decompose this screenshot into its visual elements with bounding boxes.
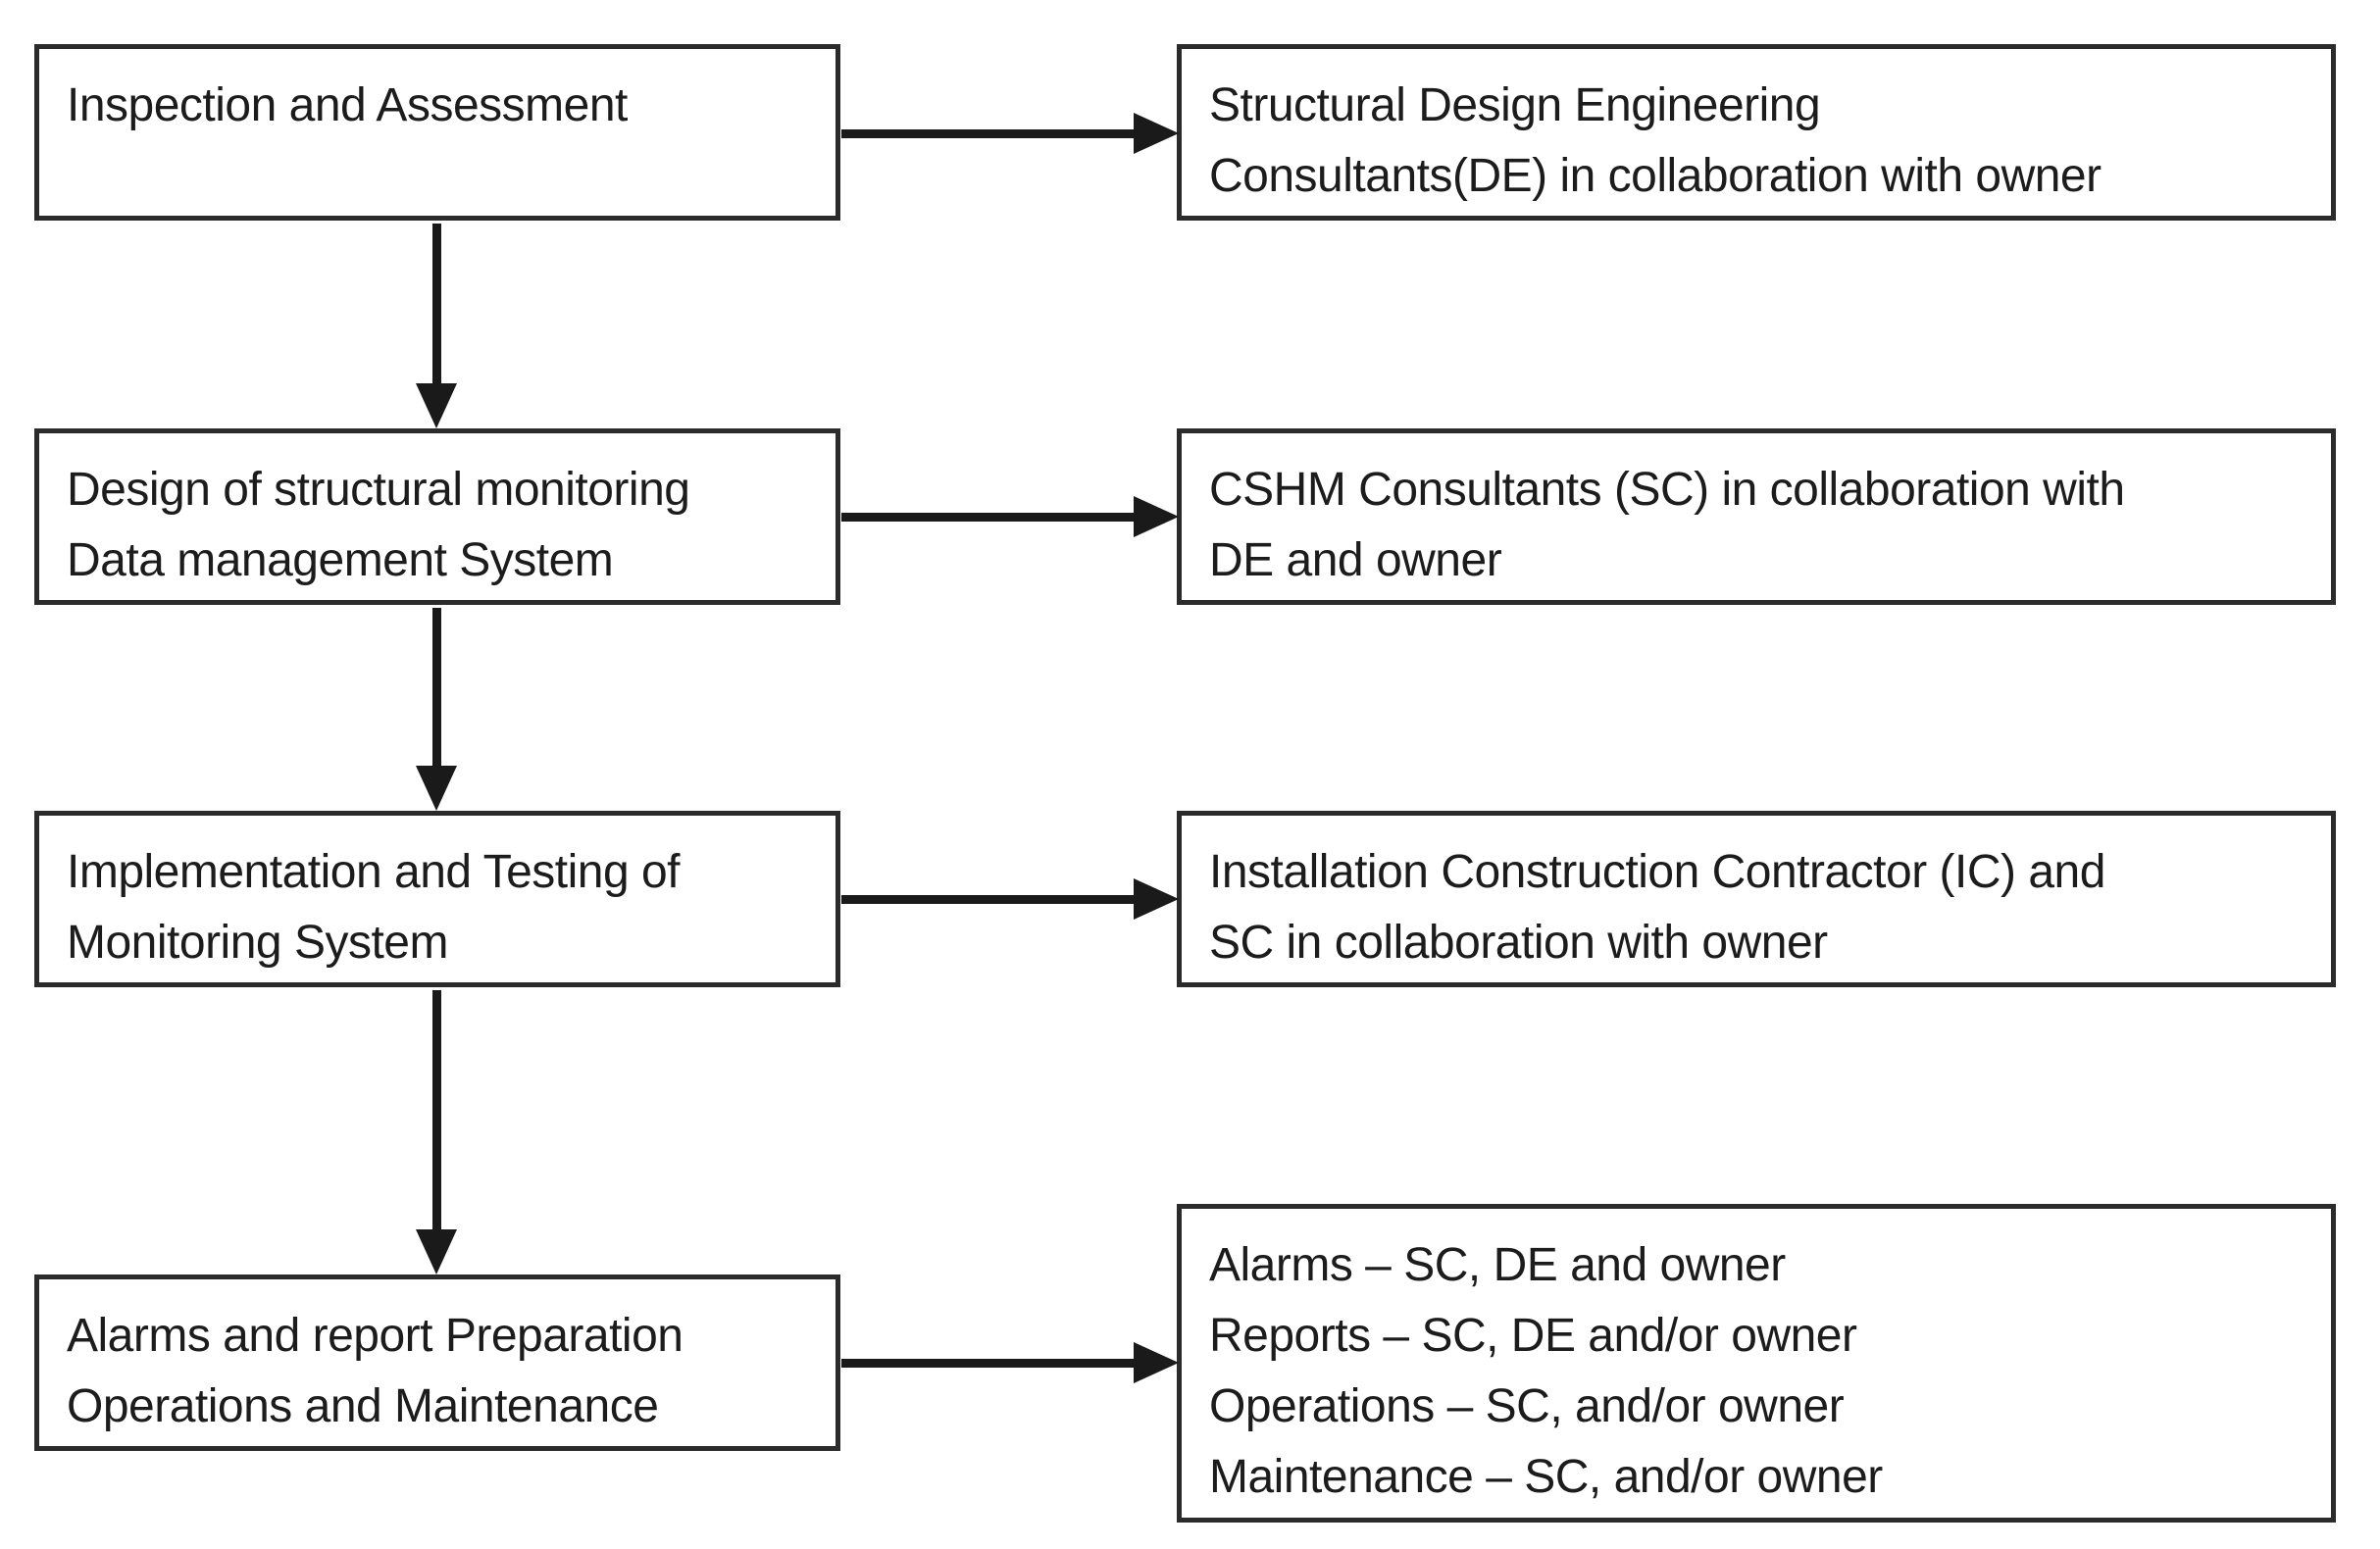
actor-label: Structural Design Engineering (1209, 79, 1821, 131)
step-box-alarms-operations-maintenance: Alarms and report Preparation Operations… (34, 1274, 840, 1451)
arrow-shaft (432, 608, 441, 767)
right-arrowhead-icon (1134, 496, 1179, 537)
step-label: Alarms and report Preparation (67, 1310, 684, 1362)
actor-box-design-engineering-consultants: Structural Design Engineering Consultant… (1177, 44, 2336, 221)
arrow-shaft (432, 990, 441, 1230)
step-label: Implementation and Testing of (67, 846, 681, 898)
actor-box-installation-contractor: Installation Construction Contractor (IC… (1177, 811, 2336, 987)
step-label: Data management System (67, 534, 614, 586)
arrow-shaft (841, 513, 1134, 522)
actor-label: Operations – SC, and/or owner (1209, 1380, 1845, 1432)
actor-label: DE and owner (1209, 534, 1502, 586)
actor-label: Consultants(DE) in collaboration with ow… (1209, 150, 2101, 202)
arrow-shaft (841, 1359, 1134, 1368)
step-box-design-monitoring-system: Design of structural monitoring Data man… (34, 428, 840, 605)
step-box-inspection-assessment: Inspection and Assessment (34, 44, 840, 221)
actor-box-alarms-reports-operations-maintenance: Alarms – SC, DE and owner Reports – SC, … (1177, 1204, 2336, 1523)
right-arrowhead-icon (1134, 1342, 1179, 1383)
arrow-shaft (841, 895, 1134, 904)
right-arrowhead-icon (1134, 878, 1179, 920)
step-label: Inspection and Assessment (67, 79, 628, 131)
actor-label: SC in collaboration with owner (1209, 917, 1828, 969)
arrow-shaft (432, 224, 441, 384)
step-label: Design of structural monitoring (67, 464, 690, 516)
actor-label: Maintenance – SC, and/or owner (1209, 1451, 1883, 1503)
actor-label: Reports – SC, DE and/or owner (1209, 1310, 1857, 1362)
step-label: Operations and Maintenance (67, 1380, 659, 1432)
step-box-implementation-testing: Implementation and Testing of Monitoring… (34, 811, 840, 987)
down-arrowhead-icon (416, 766, 457, 811)
actor-label: Installation Construction Contractor (IC… (1209, 846, 2105, 898)
down-arrowhead-icon (416, 1229, 457, 1274)
arrow-shaft (841, 129, 1134, 138)
actor-box-cshm-consultants: CSHM Consultants (SC) in collaboration w… (1177, 428, 2336, 605)
down-arrowhead-icon (416, 383, 457, 428)
actor-label: Alarms – SC, DE and owner (1209, 1239, 1786, 1291)
actor-label: CSHM Consultants (SC) in collaboration w… (1209, 464, 2125, 516)
right-arrowhead-icon (1134, 113, 1179, 154)
step-label: Monitoring System (67, 917, 448, 969)
